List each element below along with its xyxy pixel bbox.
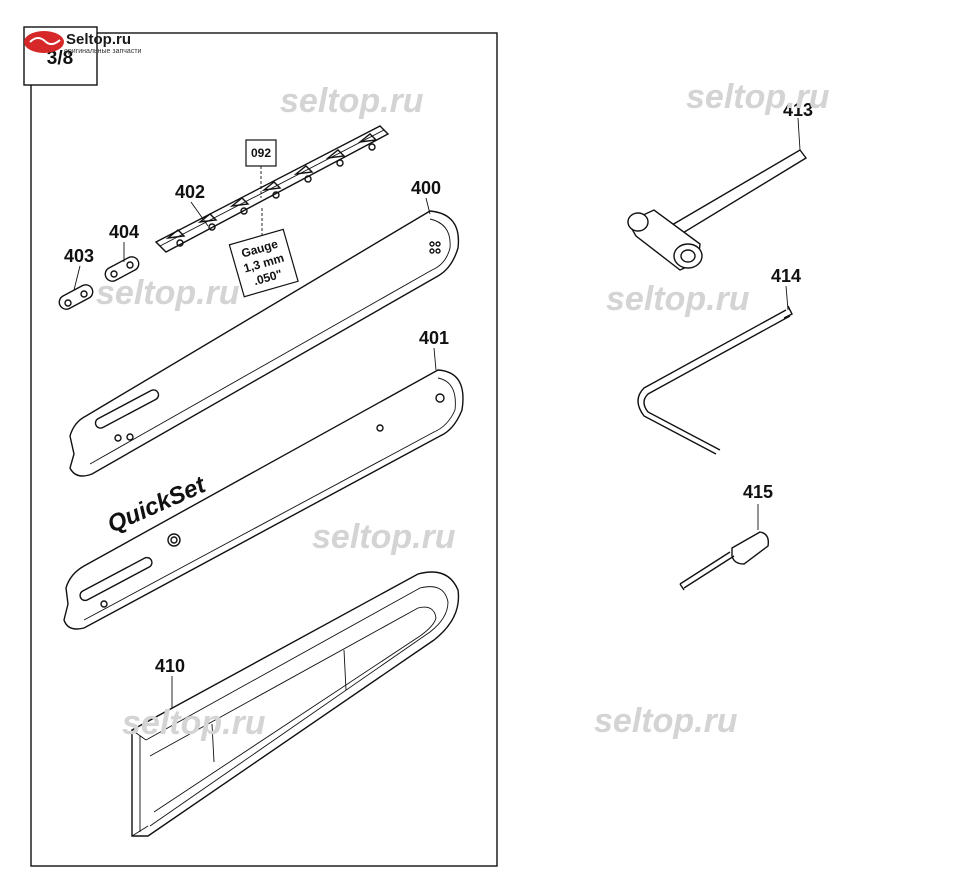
part-number-402: 402 xyxy=(175,182,205,202)
watermark-3: seltop.ru xyxy=(96,274,240,312)
seltop-logo: Seltop.ru оригинальные запчасти xyxy=(24,31,142,55)
saw-chain-402 xyxy=(154,125,390,253)
watermark-1: seltop.ru xyxy=(280,82,424,120)
combination-wrench-413 xyxy=(627,149,808,271)
part-number-400: 400 xyxy=(411,178,441,198)
part-number-415: 415 xyxy=(743,482,773,502)
chain-link-403 xyxy=(58,284,94,310)
chain-code: 092 xyxy=(251,146,271,160)
scabbard-410 xyxy=(131,571,460,837)
logo-tagline: оригинальные запчасти xyxy=(64,48,142,55)
part-number-413: 413 xyxy=(783,100,813,120)
gauge-tag: Gauge 1,3 mm .050" xyxy=(228,228,299,298)
watermarks: seltop.ru seltop.ru seltop.ru seltop.ru … xyxy=(96,78,830,742)
chain-link-404 xyxy=(104,256,140,282)
watermark-2: seltop.ru xyxy=(686,78,830,116)
part-number-414: 414 xyxy=(771,266,801,286)
leader-lines xyxy=(73,117,801,708)
watermark-4: seltop.ru xyxy=(606,280,750,318)
page-badge: 3/8 xyxy=(47,48,73,69)
hex-key-414 xyxy=(637,305,793,455)
screwdriver-415 xyxy=(679,531,770,591)
parts-frame xyxy=(30,32,498,867)
logo-name: Seltop.ru xyxy=(66,31,131,48)
part-number-401: 401 xyxy=(419,328,449,348)
part-number-410: 410 xyxy=(155,656,185,676)
part-number-404: 404 xyxy=(109,222,139,242)
guide-bar-400 xyxy=(69,210,460,477)
watermark-7: seltop.ru xyxy=(594,702,738,740)
watermark-6: seltop.ru xyxy=(122,704,266,742)
chain-code-box xyxy=(245,139,277,167)
watermark-5: seltop.ru xyxy=(312,518,456,556)
part-number-403: 403 xyxy=(64,246,94,266)
